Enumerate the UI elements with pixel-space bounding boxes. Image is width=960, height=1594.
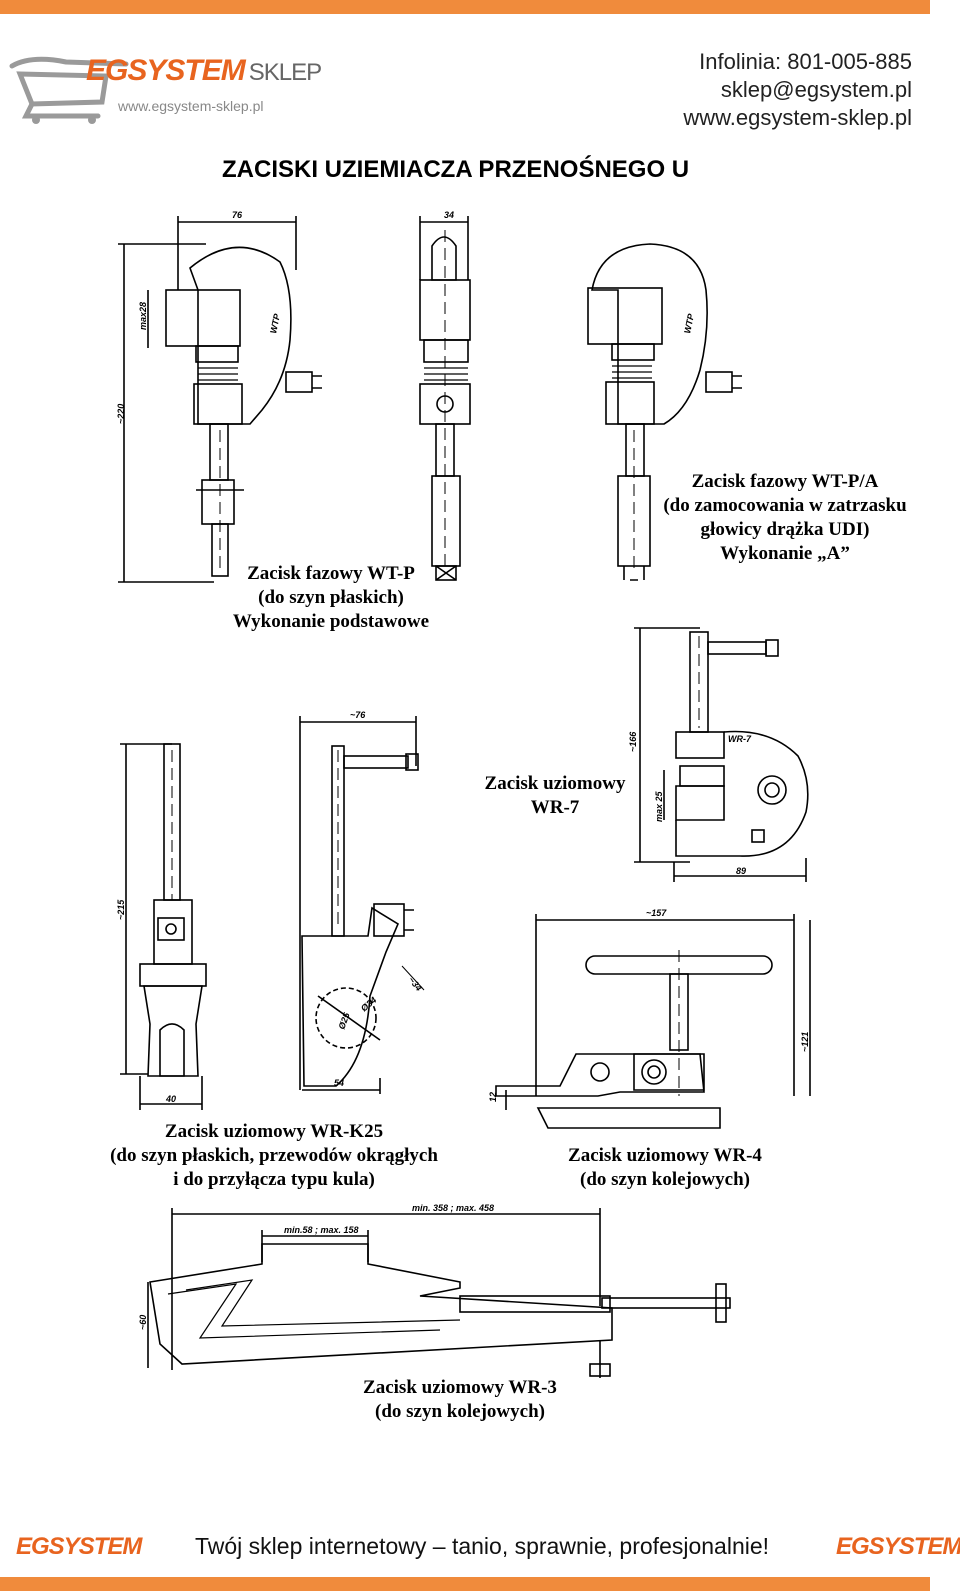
caption-wtpa: Zacisk fazowy WT-P/A (do zamocowania w z… bbox=[640, 470, 930, 566]
wtpa-mark: WTP bbox=[682, 312, 696, 335]
dim-wrk25-height: ~215 bbox=[116, 899, 126, 920]
contact-block: Infolinia: 801-005-885 sklep@egsystem.pl… bbox=[683, 48, 912, 132]
wr4-drawing bbox=[495, 914, 811, 1129]
dim-wr4-jaw: 12 bbox=[488, 1092, 498, 1102]
wtp-mark: WTP bbox=[268, 312, 282, 335]
caption-wr7-line1: Zacisk uziomowy bbox=[484, 773, 626, 794]
dim-wrk25-width: 54 bbox=[334, 1078, 344, 1088]
caption-wtp-line3: Wykonanie podstawowe bbox=[232, 611, 430, 632]
bottom-accent-bar bbox=[0, 1577, 930, 1591]
dim-wtp-jaw: max28 bbox=[138, 302, 148, 330]
caption-wr3-line1: Zacisk uziomowy WR-3 bbox=[363, 1377, 557, 1398]
dim-wr7-height: ~166 bbox=[628, 731, 638, 752]
email-link[interactable]: sklep@egsystem.pl bbox=[720, 77, 912, 102]
dim-wr3-range: min. 358 ; max. 458 bbox=[412, 1203, 494, 1213]
footer-slogan: Twój sklep internetowy – tanio, sprawnie… bbox=[195, 1533, 770, 1559]
caption-wrk25: Zacisk uziomowy WR-K25 (do szyn płaskich… bbox=[84, 1120, 464, 1192]
caption-wr4-line1: Zacisk uziomowy WR-4 bbox=[568, 1145, 762, 1166]
caption-wtpa-line2: (do zamocowania w zatrzasku bbox=[663, 495, 907, 516]
caption-wr3: Zacisk uziomowy WR-3 (do szyn kolejowych… bbox=[340, 1376, 580, 1424]
dim-wtp-side-width: 34 bbox=[444, 210, 454, 220]
phone-text: Infolinia: 801-005-885 bbox=[699, 49, 912, 74]
cart-logo-icon bbox=[9, 56, 129, 124]
wtpa-drawing bbox=[587, 243, 742, 581]
dim-wrk25-angle: ~34 bbox=[406, 975, 423, 993]
caption-wr3-line2: (do szyn kolejowych) bbox=[375, 1401, 545, 1422]
footer-logo-right: EGSYSTEM bbox=[836, 1533, 960, 1560]
dim-wrk25-d1: Ø25 bbox=[336, 1010, 352, 1030]
wr7-drawing bbox=[634, 627, 809, 882]
dim-wrk25-base: 40 bbox=[165, 1094, 176, 1104]
caption-wtpa-line4: Wykonanie „A” bbox=[720, 543, 850, 564]
caption-wtp-line2: (do szyn płaskich) bbox=[258, 587, 404, 608]
caption-wrk25-line2: (do szyn płaskich, przewodów okrągłych bbox=[110, 1145, 438, 1166]
wr3-drawing bbox=[147, 1208, 731, 1378]
caption-wrk25-line3: i do przyłącza typu kula) bbox=[173, 1169, 375, 1190]
logo-url: www.egsystem-sklep.pl bbox=[118, 98, 264, 114]
dim-wr7-width: 89 bbox=[736, 866, 746, 876]
wr7-mark: WR-7 bbox=[728, 734, 752, 744]
dim-wtp-height: ~220 bbox=[116, 404, 126, 424]
caption-wr7: Zacisk uziomowy WR-7 bbox=[470, 772, 640, 820]
dim-wr3-height: ~60 bbox=[138, 1315, 148, 1330]
caption-wtp-line1: Zacisk fazowy WT-P bbox=[247, 563, 415, 584]
page-title: ZACISKI UZIEMIACZA PRZENOŚNEGO U bbox=[222, 156, 690, 183]
caption-wtpa-line1: Zacisk fazowy WT-P/A bbox=[691, 471, 879, 492]
caption-wrk25-line1: Zacisk uziomowy WR-K25 bbox=[164, 1121, 384, 1142]
wrk25-drawing bbox=[120, 716, 425, 1110]
caption-wr4-line2: (do szyn kolejowych) bbox=[580, 1169, 750, 1190]
top-accent-bar bbox=[0, 0, 930, 14]
dim-wrk25-handle: ~76 bbox=[350, 710, 366, 720]
wtp-side-drawing bbox=[419, 216, 471, 581]
caption-wr7-line2: WR-7 bbox=[530, 797, 580, 818]
website-link[interactable]: www.egsystem-sklep.pl bbox=[683, 105, 912, 130]
dim-wr3-jaw: min.58 ; max. 158 bbox=[284, 1225, 359, 1235]
dim-wtp-width: 76 bbox=[232, 210, 243, 220]
wtp-drawing bbox=[118, 216, 322, 583]
dim-wr7-jaw: max 25 bbox=[654, 790, 664, 822]
dim-wr4-width: ~157 bbox=[646, 908, 667, 918]
caption-wtp: Zacisk fazowy WT-P (do szyn płaskich) Wy… bbox=[196, 562, 466, 634]
caption-wr4: Zacisk uziomowy WR-4 (do szyn kolejowych… bbox=[540, 1144, 790, 1192]
footer-logo-left: EGSYSTEM bbox=[16, 1533, 142, 1560]
dim-wr4-height: ~121 bbox=[800, 1032, 810, 1052]
caption-wtpa-line3: głowicy drążka UDI) bbox=[700, 519, 870, 540]
